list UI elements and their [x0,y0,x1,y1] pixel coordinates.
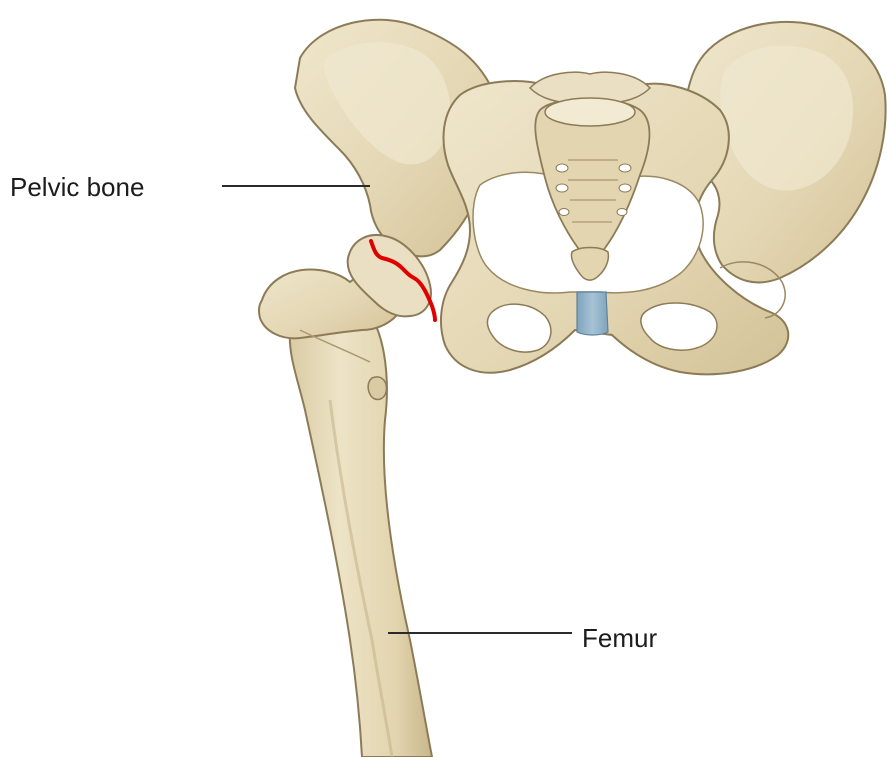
femur-bone [259,235,432,757]
sacral-foramen-r2 [619,184,631,192]
lesser-trochanter [368,377,386,400]
sacral-canal [545,98,635,126]
sacral-foramen-r1 [619,164,631,172]
femur-label: Femur [582,625,657,651]
sacral-foramen-l2 [556,184,568,192]
pelvic-bone-label: Pelvic bone [10,174,144,200]
pubic-symphysis [577,292,608,335]
sacral-foramen-l3 [559,209,569,216]
femur-shaft [290,318,432,757]
sacral-foramen-r3 [617,209,627,216]
sacral-foramen-l1 [556,164,568,172]
